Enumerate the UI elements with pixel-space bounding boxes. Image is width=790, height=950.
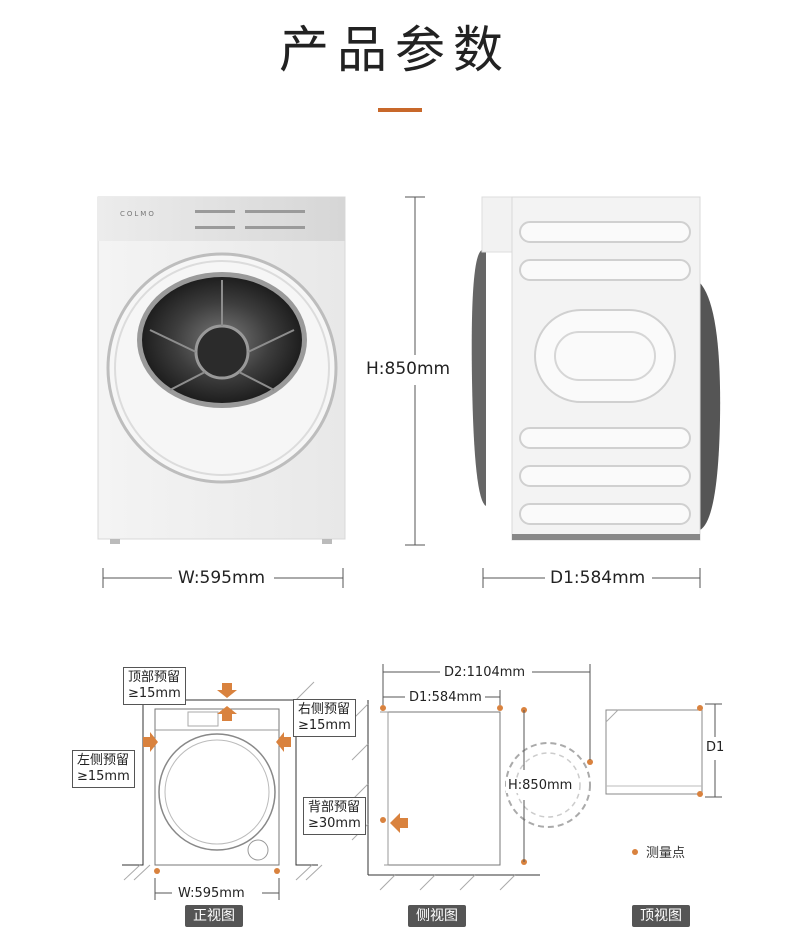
side-d1-label: D1:584mm	[407, 690, 484, 705]
width-dimension-line	[102, 568, 344, 588]
front-width-label: W:595mm	[176, 886, 247, 901]
dryer-side-image	[471, 196, 721, 541]
front-view-diagram	[122, 681, 323, 900]
left-clearance-callout: 左侧预留≥15mm	[72, 750, 135, 788]
back-clearance-callout: 背部预留≥30mm	[303, 797, 366, 835]
page-title: 产品参数	[279, 21, 511, 79]
d2-label: D2:1104mm	[442, 665, 528, 680]
top-clearance-callout: 顶部预留≥15mm	[123, 667, 186, 705]
side-view-tag: 侧视图	[408, 905, 466, 927]
top-view-diagram	[605, 703, 722, 798]
top-view-tag: 顶视图	[632, 905, 690, 927]
side-view-diagram	[351, 664, 593, 891]
dryer-front-image	[97, 196, 346, 544]
width-label: W:595mm	[175, 568, 269, 588]
front-view-tag: 正视图	[185, 905, 243, 927]
depth-label: D1:584mm	[547, 568, 649, 588]
measure-point-dot	[632, 849, 638, 855]
brand-logo: COLMO	[120, 210, 156, 218]
measure-point-legend: 测量点	[646, 846, 686, 861]
top-d1-label: D1	[704, 740, 727, 755]
height-dimension-line	[405, 196, 425, 546]
depth-dimension-line	[482, 568, 701, 588]
side-height-label: H:850mm	[506, 778, 575, 793]
right-clearance-callout: 右侧预留≥15mm	[293, 699, 356, 737]
title-accent-bar	[378, 108, 422, 112]
height-label: H:850mm	[363, 359, 454, 379]
